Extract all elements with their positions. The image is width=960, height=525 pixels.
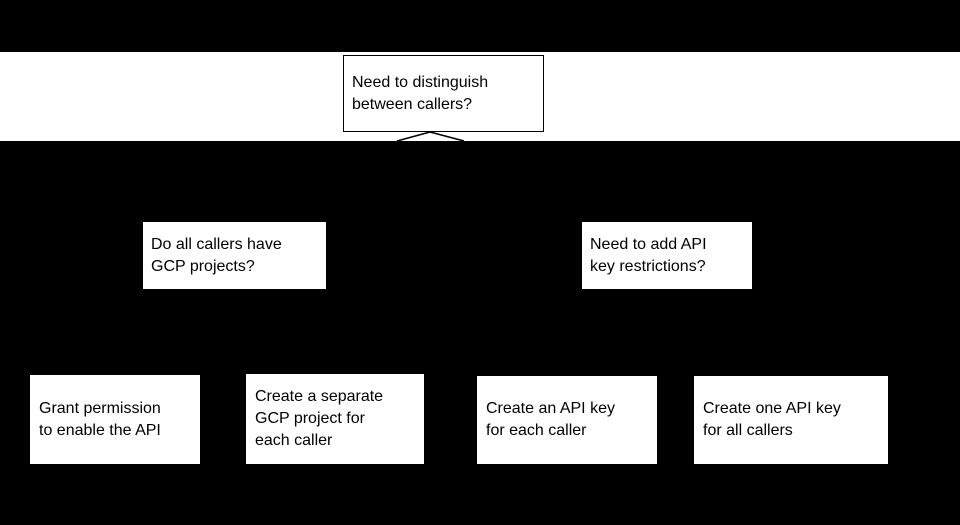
node-outcome-key-all-callers: Create one API key for all callers	[694, 376, 888, 464]
node-root-question: Need to distinguish between callers?	[343, 55, 544, 132]
node-outcome-separate-project: Create a separate GCP project for each c…	[246, 374, 424, 464]
node-root-question-label: Need to distinguish between callers?	[352, 73, 489, 113]
branch-split-connector	[396, 131, 465, 141]
node-question-key-restrictions-label: Need to add API key restrictions?	[590, 235, 707, 275]
node-question-gcp-projects: Do all callers have GCP projects?	[143, 222, 326, 289]
node-outcome-key-per-caller-label: Create an API key for each caller	[486, 400, 615, 439]
node-outcome-key-per-caller: Create an API key for each caller	[477, 376, 657, 464]
node-question-key-restrictions: Need to add API key restrictions?	[582, 222, 752, 289]
node-outcome-separate-project-label: Create a separate GCP project for each c…	[255, 388, 384, 449]
node-outcome-key-all-callers-label: Create one API key for all callers	[703, 400, 841, 439]
node-outcome-grant-permission: Grant permission to enable the API	[30, 375, 200, 464]
node-question-gcp-projects-label: Do all callers have GCP projects?	[151, 235, 282, 275]
node-outcome-grant-permission-label: Grant permission to enable the API	[39, 399, 161, 439]
